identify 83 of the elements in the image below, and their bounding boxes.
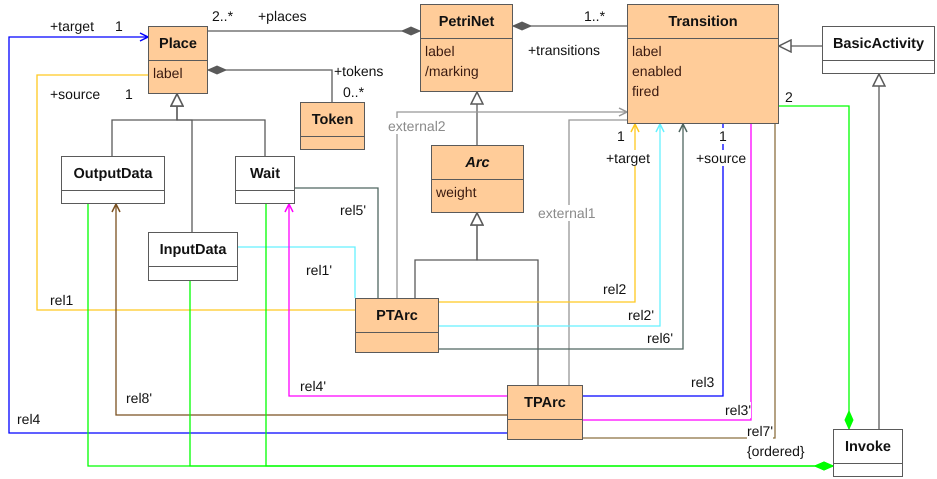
attribute-text: enabled (632, 62, 683, 81)
edge-label: rel3' (725, 402, 752, 418)
generalization-arrow (170, 93, 266, 156)
association-line (583, 124, 724, 397)
class-box (420, 4, 513, 92)
association-line (439, 123, 688, 350)
edge-label: rel4' (300, 378, 326, 394)
class-box (300, 102, 365, 150)
generalization-arrow (470, 212, 539, 385)
edge-label: {ordered} (747, 443, 805, 459)
edge-label: rel1 (50, 292, 74, 308)
association-line (8, 32, 507, 434)
generalization-arrow (778, 39, 822, 53)
role-label: +target (606, 150, 650, 166)
association-line (36, 74, 355, 311)
class-box (431, 145, 524, 213)
attribute-text: label (425, 42, 456, 61)
association-line (284, 203, 507, 397)
association-line (396, 107, 628, 298)
edge-label: rel2 (603, 281, 626, 297)
association-line (583, 124, 776, 439)
edge-label: +tokens (334, 63, 384, 79)
class-box (148, 26, 208, 94)
class-box (822, 26, 935, 74)
class-name: InputData (160, 242, 226, 258)
class-box (507, 385, 583, 440)
edge-label: rel5' (340, 202, 366, 218)
class-name: Invoke (845, 438, 891, 454)
class-name: Arc (465, 154, 490, 170)
edge-label: rel7' (747, 423, 774, 439)
attribute-text: label (632, 42, 663, 61)
edge-label: rel2' (628, 307, 654, 323)
association-line (568, 119, 627, 385)
class-name: Token (312, 112, 354, 128)
composition-line (779, 105, 854, 430)
class-name: Transition (668, 14, 738, 30)
class-name: PetriNet (438, 14, 494, 30)
role-label: 2 (785, 89, 793, 105)
edge-label: rel6' (647, 330, 674, 346)
class-name: Place (159, 36, 197, 52)
class-name: Wait (250, 166, 280, 182)
role-label: 1 (719, 128, 727, 144)
class-box (235, 156, 295, 204)
association-line (111, 203, 507, 416)
edge-label: rel4 (17, 411, 40, 427)
edge-label: +transitions (528, 42, 600, 58)
association-line (583, 124, 752, 421)
role-label: +source (696, 150, 746, 166)
attribute-text: label (153, 64, 184, 83)
role-label: 1 (115, 18, 123, 34)
role-label: 1..* (584, 8, 606, 24)
role-label: 0..* (343, 84, 364, 100)
composition-line (512, 22, 627, 30)
class-name: PTArc (376, 308, 418, 324)
class-box (148, 232, 238, 281)
association-line (439, 123, 640, 303)
attribute-text: fired (632, 82, 660, 101)
class-name: BasicActivity (832, 36, 924, 52)
class-box (355, 298, 439, 353)
role-label: 1 (125, 86, 133, 102)
role-label: 1 (617, 128, 625, 144)
class-box (61, 156, 165, 204)
composition-line (208, 26, 420, 36)
attribute-text: /marking (425, 62, 480, 81)
class-box (627, 4, 779, 124)
edge-label: external2 (388, 118, 446, 134)
association-line (295, 187, 379, 298)
generalization-arrow (872, 73, 886, 429)
class-name: OutputData (74, 166, 152, 182)
edge-label: rel3 (691, 374, 714, 390)
role-label: 2..* (212, 8, 234, 24)
edge-label: rel1' (306, 262, 332, 278)
association-line (439, 123, 665, 327)
class-name: TPArc (524, 394, 566, 410)
edge-label: +places (258, 8, 307, 24)
attribute-text: weight (436, 183, 478, 202)
composition-line (208, 66, 333, 102)
composition-line (265, 204, 834, 470)
class-box (833, 429, 903, 477)
edge-label: rel8' (126, 390, 152, 406)
association-line (238, 246, 356, 298)
edge-label: external1 (538, 205, 596, 221)
generalization-arrow (470, 91, 484, 145)
